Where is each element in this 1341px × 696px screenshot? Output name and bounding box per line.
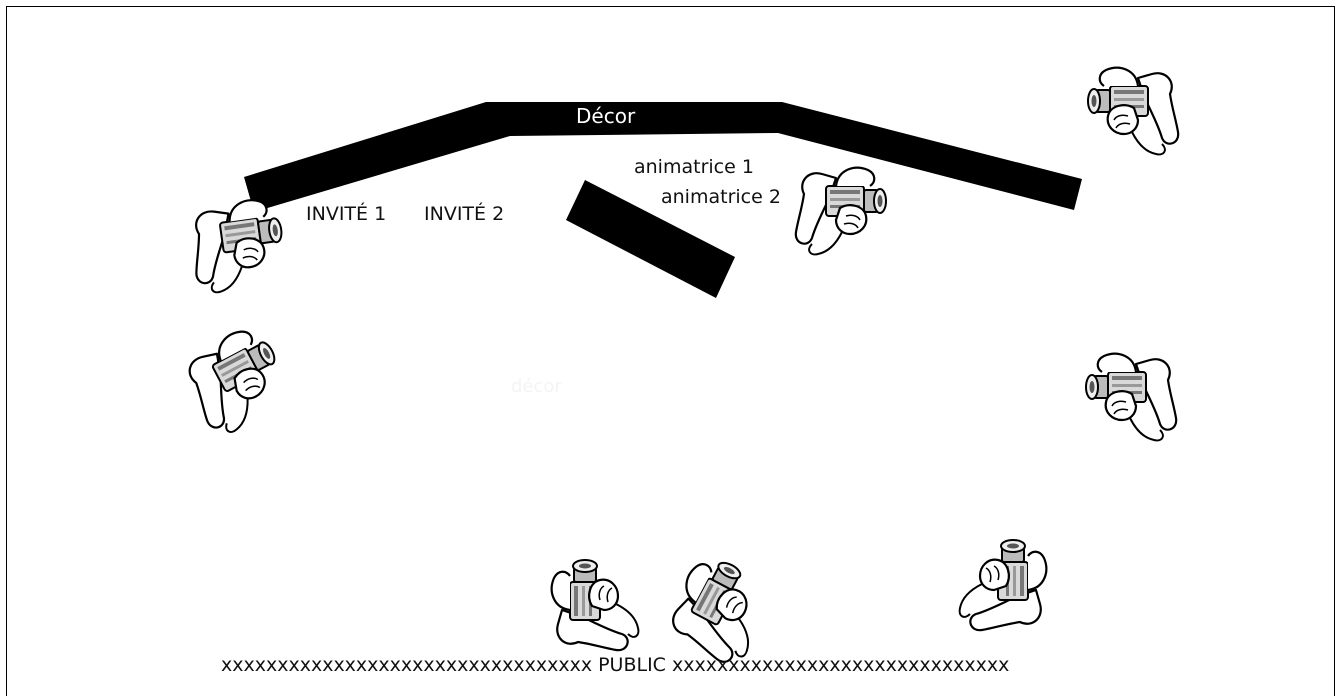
camera-icon-5: [1084, 352, 1178, 442]
decor-wall: [244, 102, 1082, 212]
animatrice-1-label: animatrice 1: [634, 156, 754, 178]
invite-2-label: INVITÉ 2: [424, 203, 505, 225]
diagram-frame: [6, 6, 1335, 696]
invite-1-label: INVITÉ 1: [306, 203, 387, 225]
camera-icon-7: [659, 548, 781, 672]
camera-icon-6: [550, 558, 640, 652]
faint-decor-label: décor: [511, 376, 562, 397]
decor-label: Décor: [576, 104, 636, 128]
camera-icon-8: [958, 538, 1048, 632]
camera-icon-4: [1086, 66, 1180, 156]
public-label: xxxxxxxxxxxxxxxxxxxxxxxxxxxxxxxxx PUBLIC…: [221, 654, 1010, 676]
camera-icon-2: [175, 320, 299, 442]
camera-icon-3: [794, 166, 888, 256]
animatrice-2-label: animatrice 2: [661, 186, 781, 208]
desk-set-piece: [566, 180, 735, 298]
camera-icon-1: [186, 195, 290, 296]
